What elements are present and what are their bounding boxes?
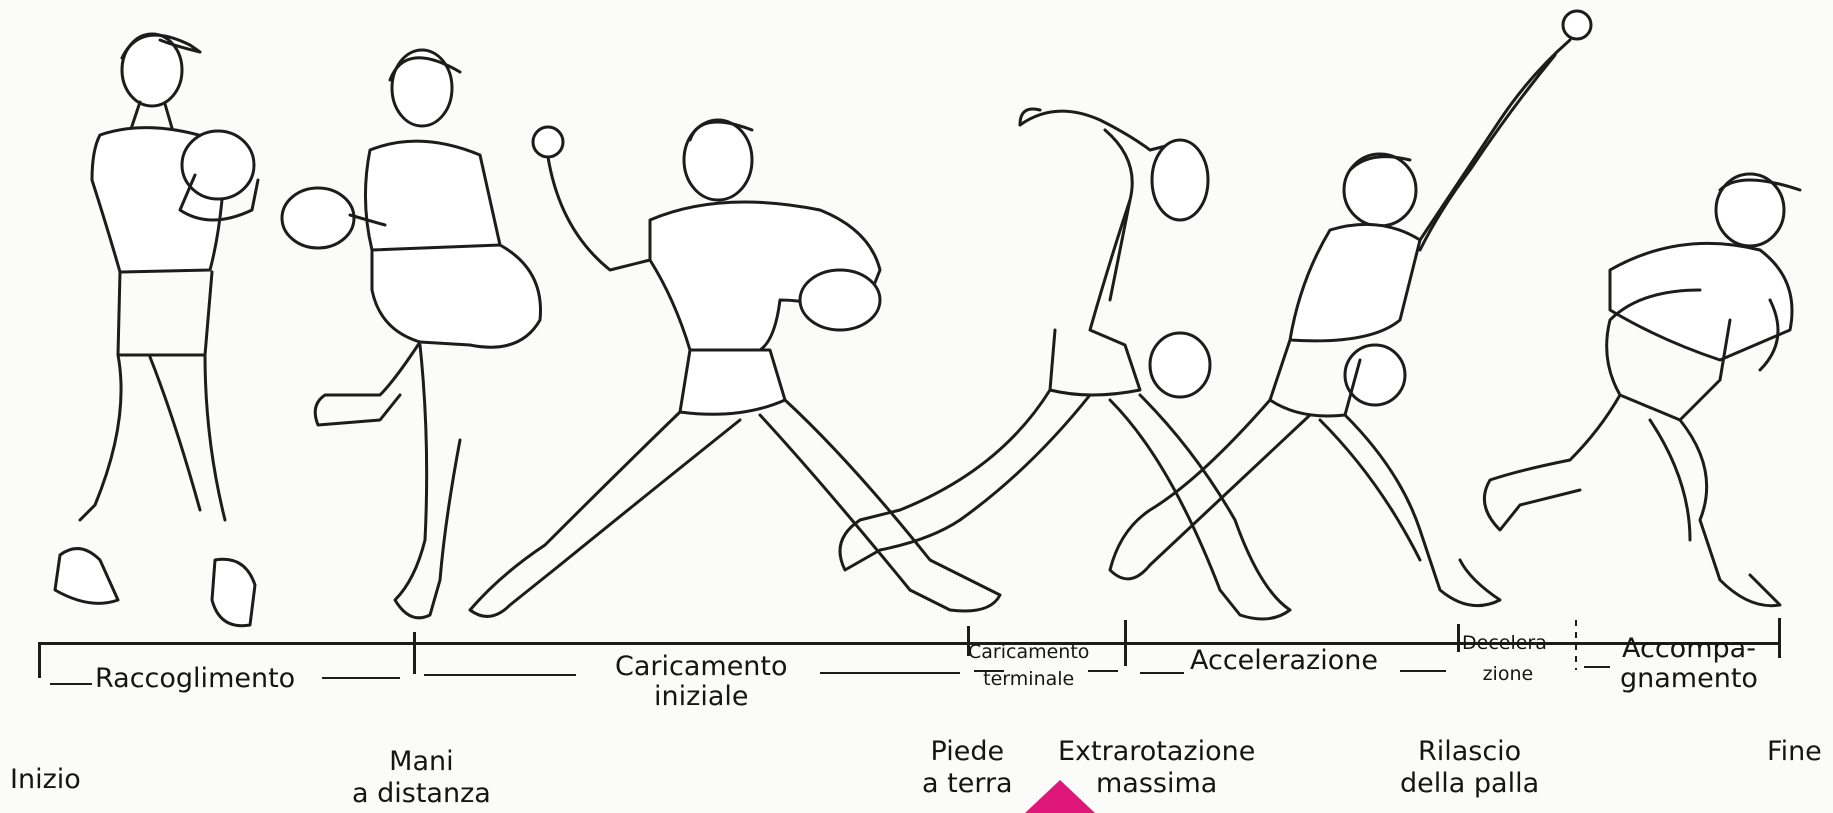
event-label-rilascio-della-palla: Rilascio della palla bbox=[1400, 736, 1539, 800]
phase-label-raccoglimento: Raccoglimento bbox=[95, 664, 295, 694]
marker-triangle-icon bbox=[1025, 780, 1095, 813]
phase-raccoglimento-text: Raccoglimento bbox=[95, 663, 295, 694]
event-piede-line1: Piede bbox=[922, 736, 1013, 768]
event-extrarotazione-line1: Extrarotazione bbox=[1058, 736, 1255, 768]
timeline-tick-inizio bbox=[38, 642, 41, 678]
phase-decelerazione-line1: Decelera- bbox=[1462, 633, 1554, 654]
phase-label-accompagnamento: Accompa- gnamento bbox=[1620, 634, 1758, 694]
timeline-tick-mani bbox=[413, 632, 416, 674]
event-rilascio-line2: della palla bbox=[1400, 768, 1539, 800]
phase-label-decelerazione: Decelera- zione bbox=[1462, 633, 1554, 686]
pitcher-figure-follow-through bbox=[1484, 174, 1800, 606]
phase-dash bbox=[1088, 670, 1118, 672]
pitcher-figure-late-cocking bbox=[840, 109, 1290, 619]
phase-label-caricamento-terminale: Caricamento terminale bbox=[968, 642, 1089, 691]
timeline-tick-rilascio bbox=[1457, 624, 1460, 652]
event-label-fine: Fine bbox=[1767, 736, 1822, 768]
event-rilascio-line1: Rilascio bbox=[1400, 736, 1539, 768]
phase-accompagnamento-line1: Accompa- bbox=[1620, 634, 1758, 664]
phase-dash bbox=[50, 683, 92, 685]
event-label-inizio: Inizio bbox=[10, 764, 81, 796]
phase-dash bbox=[1140, 672, 1184, 674]
phase-caricamento-iniziale-line1: Caricamento bbox=[615, 652, 788, 682]
event-label-piede-a-terra: Piede a terra bbox=[922, 736, 1013, 800]
pitcher-figure-start bbox=[55, 34, 258, 626]
phase-label-caricamento-iniziale: Caricamento iniziale bbox=[615, 652, 788, 712]
event-piede-line2: a terra bbox=[922, 768, 1013, 800]
phase-caricamento-terminale-line2: terminale bbox=[968, 669, 1089, 690]
phase-dash bbox=[424, 674, 576, 676]
phase-caricamento-terminale-line1: Caricamento bbox=[968, 642, 1089, 663]
timeline-tick-extrarotazione bbox=[1124, 620, 1127, 666]
phase-accompagnamento-line2: gnamento bbox=[1620, 664, 1758, 694]
phase-divider-dashed bbox=[1570, 620, 1582, 670]
phase-caricamento-iniziale-line2: iniziale bbox=[615, 682, 788, 712]
event-inizio-text: Inizio bbox=[10, 764, 81, 795]
event-fine-text: Fine bbox=[1767, 736, 1822, 767]
pitcher-figure-early-cocking bbox=[470, 120, 1000, 616]
phase-decelerazione-line2: zione bbox=[1462, 664, 1554, 685]
event-label-mani-a-distanza: Mani a distanza bbox=[352, 746, 491, 810]
event-mani-line2: a distanza bbox=[352, 778, 491, 810]
phase-dash bbox=[1400, 670, 1446, 672]
phase-dash bbox=[322, 677, 400, 679]
phase-label-accelerazione: Accelerazione bbox=[1190, 646, 1378, 676]
timeline-tick-fine bbox=[1778, 618, 1781, 658]
phase-dash bbox=[820, 672, 960, 674]
phase-dash bbox=[1584, 666, 1610, 668]
phase-accelerazione-text: Accelerazione bbox=[1190, 645, 1378, 676]
pitcher-figure-knee-lift bbox=[282, 50, 541, 618]
pitcher-figure-acceleration bbox=[1110, 11, 1591, 606]
event-mani-line1: Mani bbox=[352, 746, 491, 778]
